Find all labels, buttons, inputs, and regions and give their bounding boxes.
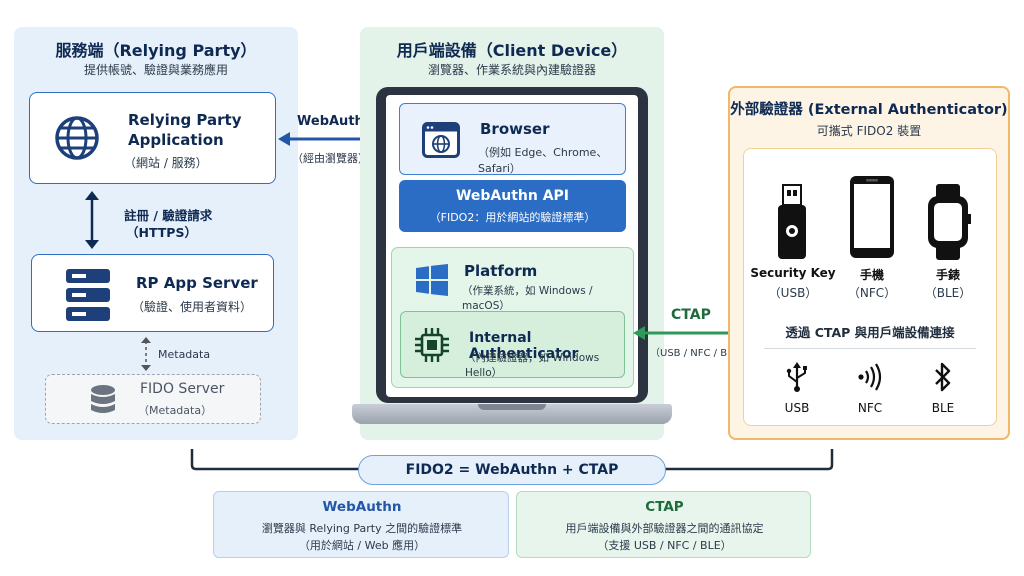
device-desc-phone: （NFC）: [847, 286, 897, 300]
usb-key-icon: [778, 184, 806, 259]
browser-desc: （例如 Edge、Chrome、Safari）: [478, 146, 608, 175]
transport-ble: BLE: [931, 401, 955, 415]
globe-icon: [55, 116, 99, 160]
platform-desc: （作業系統，如 Windows / macOS）: [462, 285, 593, 312]
rp-server-desc: （驗證、使用者資料）: [132, 300, 253, 314]
summary-ctap-desc2: （支援 USB / NFC / BLE）: [597, 539, 732, 552]
summary-webauthn-desc1: 瀏覽器與 Relying Party 之間的驗證標準: [261, 522, 463, 535]
transport-usb: USB: [784, 401, 810, 415]
nfc-icon: [858, 363, 882, 391]
fido-server-desc: （Metadata）: [138, 404, 213, 417]
external-connect-label: 透過 CTAP 與用戶端設備連接: [785, 325, 955, 340]
reg-request-proto: （HTTPS）: [126, 225, 197, 240]
external-subtitle: 可攜式 FIDO2 裝置: [816, 124, 922, 138]
https-arrow: [85, 191, 99, 249]
metadata-arrow: [141, 337, 151, 371]
usb-icon: [786, 362, 807, 392]
watch-icon: [928, 184, 971, 260]
internal-authenticator-card[interactable]: Internal Authenticator （內建驗證器，如 Windows …: [400, 311, 625, 379]
webauthn-api-desc: （FIDO2：用於網站的驗證標準）: [429, 211, 596, 224]
client-title: 用戶端設備（Client Device）: [396, 41, 628, 60]
laptop-notch: [478, 404, 546, 410]
rp-application-card[interactable]: Relying Party Application （網站 / 服務）: [29, 92, 276, 184]
summary-webauthn-desc2: （用於網站 / Web 應用）: [298, 539, 426, 552]
chip-icon: [415, 328, 449, 362]
summary-webauthn-title: WebAuthn: [322, 499, 402, 515]
rp-server-card[interactable]: RP App Server （驗證、使用者資料）: [31, 254, 274, 332]
platform-name: Platform: [464, 262, 538, 280]
laptop-base: [352, 404, 672, 424]
client-subtitle: 瀏覽器、作業系統與內建驗證器: [427, 63, 596, 77]
rp-title: 服務端（Relying Party）: [55, 41, 257, 60]
device-name-watch: 手錶: [935, 268, 960, 282]
internal-auth-name: Internal Authenticator: [469, 330, 579, 362]
browser-window-icon: [422, 122, 460, 158]
external-title: 外部驗證器 (External Authenticator): [730, 102, 1008, 118]
browser-card[interactable]: Browser （例如 Edge、Chrome、Safari）: [399, 103, 626, 175]
fido-server-name: FIDO Server: [140, 381, 225, 397]
database-icon: [91, 385, 115, 413]
ctap-arrow: [633, 326, 743, 340]
fido2-formula: FIDO2 = WebAuthn + CTAP: [358, 455, 666, 485]
rp-app-name: Relying Party Application: [128, 111, 242, 149]
summary-ctap-desc1: 用戶端設備與外部驗證器之間的通訊協定: [565, 522, 764, 535]
summary-webauthn-card: WebAuthn 瀏覽器與 Relying Party 之間的驗證標準 （用於網…: [213, 491, 509, 558]
webauthn-api-name: WebAuthn API: [455, 188, 570, 204]
ctap-link-desc: （USB / NFC / BLE）: [650, 348, 749, 359]
device-desc-security-key: （USB）: [768, 286, 818, 300]
bluetooth-icon: [935, 362, 951, 392]
server-icon: [66, 269, 110, 321]
device-name-security-key: Security Key: [750, 266, 836, 280]
rp-server-name: RP App Server: [136, 274, 258, 292]
ctap-link-label: CTAP: [671, 307, 711, 323]
browser-name: Browser: [480, 120, 550, 138]
internal-auth-desc: （內建驗證器，如 Windows Hello）: [465, 352, 600, 379]
rp-app-desc: （網站 / 服務）: [124, 156, 208, 170]
webauthn-api-card[interactable]: WebAuthn API （FIDO2：用於網站的驗證標準）: [399, 180, 626, 232]
reg-request-label: 註冊 / 驗證請求: [124, 208, 213, 223]
rp-subtitle: 提供帳號、驗證與業務應用: [83, 63, 228, 77]
device-name-phone: 手機: [859, 268, 884, 282]
phone-icon: [850, 176, 894, 258]
summary-ctap-card: CTAP 用戶端設備與外部驗證器之間的通訊協定 （支援 USB / NFC / …: [516, 491, 811, 558]
windows-logo-icon: [416, 264, 448, 296]
external-divider: [764, 348, 976, 349]
fido-server-card[interactable]: FIDO Server （Metadata）: [45, 374, 261, 424]
webauthn-link-label: WebAuthn: [297, 114, 374, 129]
device-desc-watch: （BLE）: [924, 286, 972, 300]
transport-nfc: NFC: [857, 401, 883, 415]
summary-ctap-title: CTAP: [645, 499, 684, 515]
webauthn-link-desc: （經由瀏覽器）: [292, 152, 369, 165]
metadata-label: Metadata: [158, 348, 211, 361]
